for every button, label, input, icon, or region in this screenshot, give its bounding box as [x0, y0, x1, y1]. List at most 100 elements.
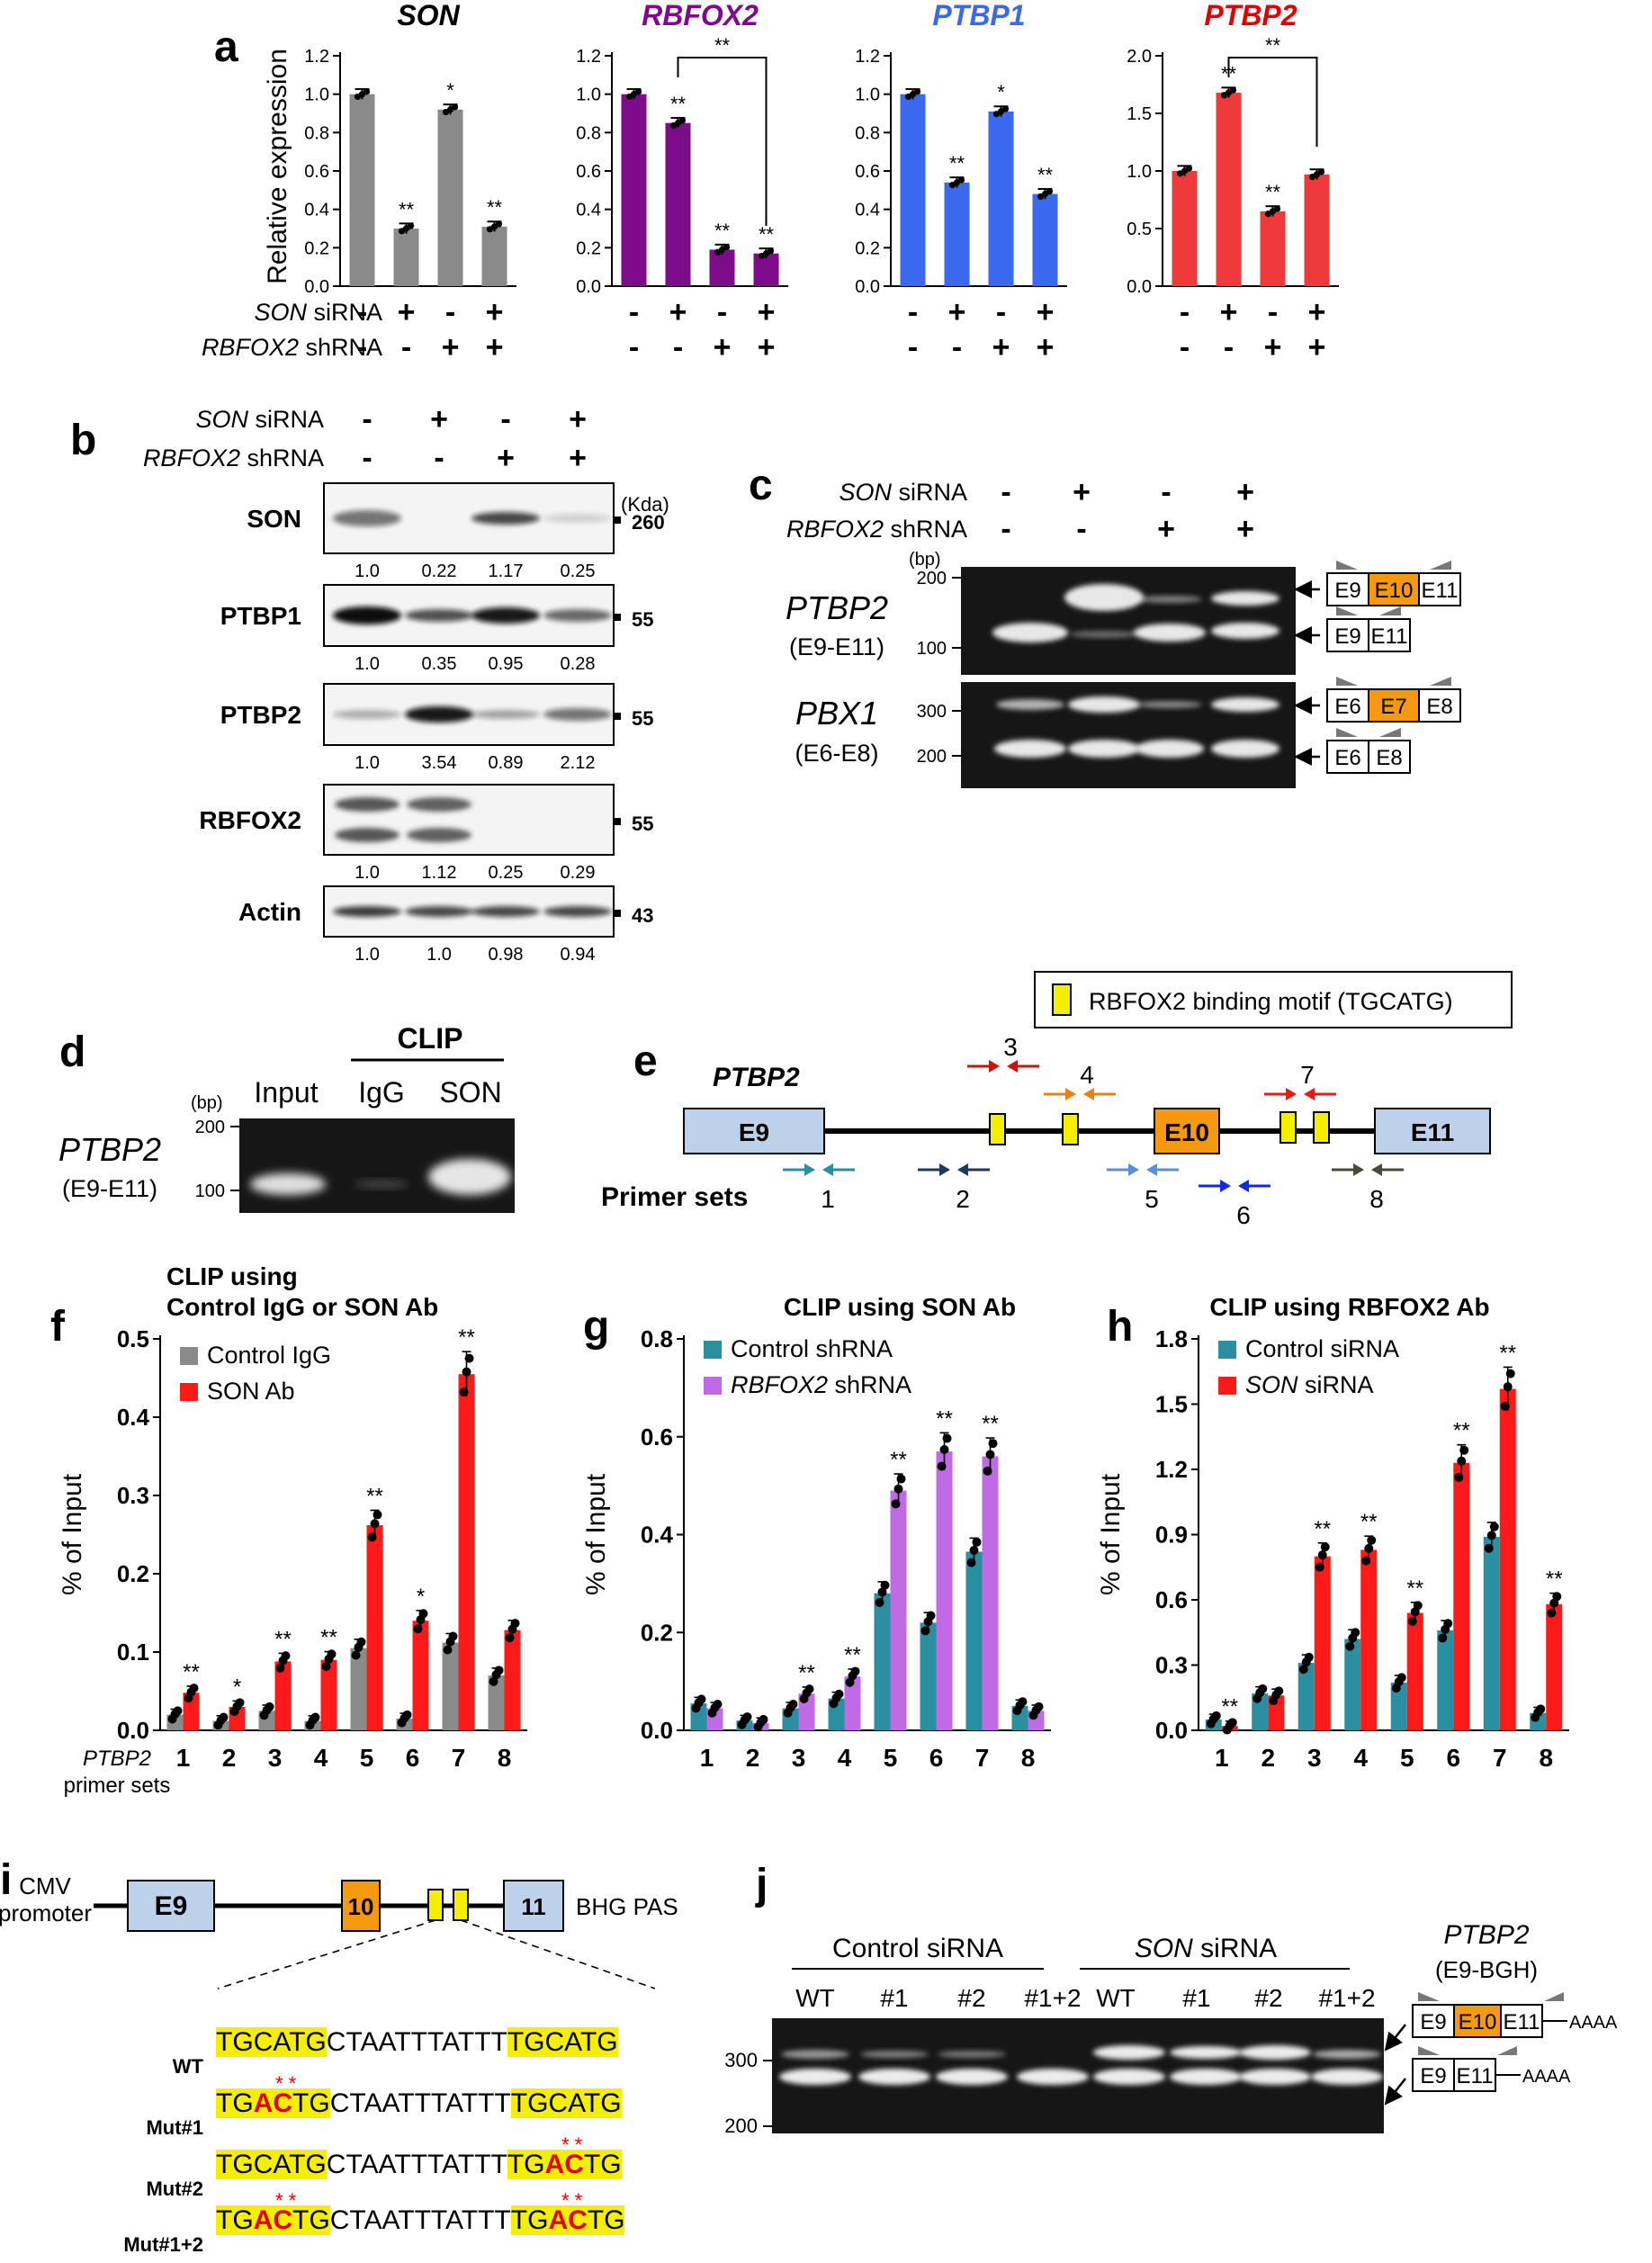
panel-a-son-row-label: SON siRNA	[254, 299, 382, 326]
chart-1-ytick-label-0: 0.0	[641, 1717, 673, 1744]
chart-2-legend-1: SON siRNA	[1245, 1371, 1374, 1398]
panel-a-point-1-0-2	[634, 88, 642, 95]
panel-b-marker-0: 260	[632, 511, 665, 534]
panel-b-band-3-1-b	[407, 828, 471, 842]
panel-e-primer-fwd-head-6	[1220, 1180, 1231, 1192]
panel-i-mut1-post: TG	[292, 2088, 330, 2118]
panel-e-primer-rev-head-3	[1007, 1060, 1018, 1073]
chart-0-sig-6: **	[458, 1325, 475, 1350]
chart-2-ytick-label-1: 0.3	[1155, 1652, 1188, 1679]
panel-a-ytick-label-1-5: 1.0	[576, 85, 601, 105]
panel-c-exon-label-pbx1-short-0: E6	[1334, 746, 1360, 770]
panel-e-exon-e11	[1374, 1108, 1491, 1154]
chart-1-pt-1-1-2	[759, 1714, 768, 1724]
panel-i-wt-linker: CTAATTTATTT	[326, 2027, 507, 2057]
panel-i-mut1-linker: CTAATTTATTT	[329, 2088, 511, 2118]
panel-e-primer-rev-head-8	[1371, 1163, 1382, 1176]
panel-a-sig-0-1: **	[399, 198, 415, 220]
panel-d-bp-label: (bp)	[191, 1093, 223, 1113]
panel-e-primer-fwd-head-7	[1286, 1088, 1297, 1100]
panel-a-rb-sign-3-3: +	[1308, 330, 1326, 364]
panel-d-gene: PTBP2	[58, 1131, 161, 1168]
chart-2-bar-0-5	[1437, 1630, 1454, 1730]
panel-a-ylabel: Relative expression	[263, 49, 292, 284]
panel-b-quant-4-1: 1.0	[426, 945, 452, 965]
panel-a-bar-1-2	[709, 249, 735, 286]
chart-1-sig-2: **	[798, 1661, 815, 1685]
panel-c-exon-ptbp2-short-0	[1326, 618, 1369, 652]
panel-b-band-0-3	[543, 514, 612, 523]
chart-2-pt-0-6-2	[1489, 1522, 1499, 1531]
chart-2-legend-swatch-1	[1218, 1377, 1236, 1395]
chart-2-xtick-4: 5	[1400, 1744, 1414, 1772]
chart-1-pt-1-0-2	[713, 1700, 723, 1710]
chart-0-pt-1-2-2	[281, 1651, 291, 1661]
panel-a-bracket-1	[677, 57, 768, 227]
panel-i-mut12-linker: CTAATTTATTT	[329, 2205, 511, 2235]
panel-c-exon-ptbp2-short-1	[1368, 618, 1411, 652]
chart-2-pt-1-3-0	[1361, 1556, 1371, 1566]
chart-2-xtick-1: 2	[1261, 1744, 1275, 1772]
chart-2-legend-1-italic: SON	[1245, 1371, 1298, 1398]
panel-c-exon-label-ptbp2-long-2: E11	[1422, 579, 1459, 603]
panel-c-exon-pbx1-long-2	[1418, 688, 1461, 723]
panel-b-quant-1-3: 0.28	[561, 654, 596, 674]
chart-1-legend-1-rest: shRNA	[828, 1371, 911, 1398]
panel-e-exon-e10	[1154, 1108, 1220, 1154]
panel-b-son-sign-2: -	[500, 402, 510, 436]
chart-2-pt-1-7-0	[1547, 1608, 1557, 1618]
panel-a-ytick-label-0-0: 0.0	[304, 277, 329, 297]
panel-i-wt-motif-2: TGCATG	[507, 2027, 618, 2057]
panel-c-bp-label: (bp)	[909, 550, 941, 570]
panel-b-blot-name-4: Actin	[238, 898, 301, 926]
panel-letter-i: i	[0, 1856, 12, 1904]
panel-b-rbfox2-row-label: RBFOX2 shRNA	[143, 445, 324, 471]
panel-i-mut12-ac-1: AC	[253, 2205, 293, 2235]
panel-c-exon-label-pbx1-short-1: E8	[1376, 746, 1402, 770]
panel-i-promoter-1: CMV	[19, 1872, 71, 1899]
panel-a-ytick-label-0-1: 0.2	[304, 238, 329, 258]
panel-b-quant-1-2: 0.95	[489, 654, 524, 674]
chart-2-legend-swatch-0	[1218, 1341, 1236, 1359]
panel-c-son-sign-3: +	[1236, 475, 1254, 509]
panel-a-bar-2-0	[900, 94, 926, 287]
chart-0-pt-1-2-0	[275, 1663, 285, 1673]
panel-i-mut2-stars: * *	[561, 2133, 583, 2156]
panel-b-band-0-0	[333, 510, 401, 526]
panel-a-point-1-1-2	[678, 117, 687, 124]
chart-1-bar-1-6	[982, 1456, 999, 1730]
panel-e-motif-4	[1313, 1111, 1330, 1144]
chart-1-pt-0-4-1	[877, 1587, 887, 1597]
panel-a-point-0-0-2	[363, 88, 371, 95]
panel-a-rb-sign-1-2: +	[714, 330, 732, 364]
chart-2-bar-1-2	[1314, 1556, 1331, 1730]
panel-c-ptbp2-region: (E9-E11)	[789, 633, 884, 660]
chart-2-ylabel: % of Input	[1096, 1473, 1126, 1595]
panel-b-band-3-1-a	[407, 797, 471, 812]
panel-a-son-sign-1-0: -	[629, 295, 639, 329]
chart-2-bar-0-3	[1344, 1639, 1361, 1730]
chart-1-pt-0-6-2	[972, 1537, 982, 1547]
panel-c-ptbp2-gene: PTBP2	[786, 589, 888, 626]
panel-e-primer-number-6: 6	[1236, 1201, 1251, 1229]
chart-2-pt-1-2-2	[1320, 1542, 1330, 1552]
panel-i-mut1-ac: AC	[253, 2088, 293, 2118]
panel-g-title: CLIP using SON Ab	[784, 1293, 1016, 1321]
chart-1-ytick-label-3: 0.6	[641, 1423, 673, 1450]
panel-a-son-sign-3-1: +	[1220, 295, 1238, 329]
chart-0-bar-1-3	[320, 1659, 337, 1730]
panel-a-point-1-3-2	[767, 247, 775, 255]
chart-2-pt-1-5-0	[1454, 1472, 1464, 1482]
chart-0-pt-1-1-2	[235, 1698, 245, 1708]
chart-2-bar-0-4	[1390, 1682, 1407, 1730]
panel-a-bar-3-1	[1216, 92, 1242, 287]
panel-a-bar-0-3	[481, 226, 507, 286]
panel-b-quant-4-0: 1.0	[355, 945, 380, 965]
chart-1-bar-1-4	[890, 1490, 907, 1730]
panel-f-title-line1: CLIP using	[166, 1262, 298, 1290]
chart-0-legend-swatch-1	[180, 1383, 198, 1401]
panel-b-quant-0-2: 1.17	[489, 561, 524, 581]
panel-a-title-2: PTBP1	[932, 0, 1025, 31]
panel-i-label-mut12: Mut#1+2	[123, 2233, 203, 2256]
